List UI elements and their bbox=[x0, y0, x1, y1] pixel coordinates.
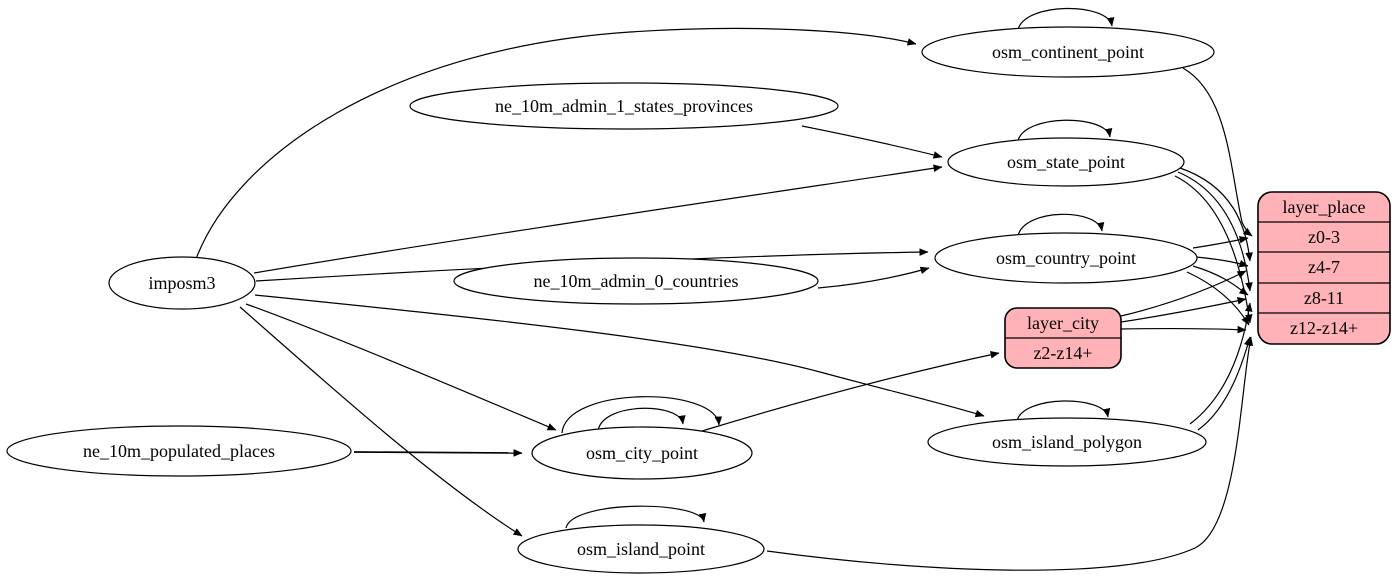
record-layer-place-row-z12-z14: z12-z14+ bbox=[1290, 318, 1358, 338]
selfloop-city-inner bbox=[597, 407, 686, 432]
edge-imposm3-continent bbox=[195, 27, 917, 260]
record-layer-place-box bbox=[1257, 191, 1391, 345]
node-osm-island-polygon-shape bbox=[927, 417, 1207, 467]
edge-imposm3-island-polygon bbox=[254, 294, 985, 418]
record-layer-place-title: layer_place bbox=[1283, 197, 1366, 217]
edge-country-z8-11 bbox=[1192, 265, 1249, 296]
edge-imposm3-island-point bbox=[239, 306, 523, 537]
record-layer-place-row-z4-7: z4-7 bbox=[1308, 257, 1340, 277]
node-osm-city-point-shape bbox=[531, 426, 753, 480]
node-osm-country-point-shape bbox=[934, 232, 1198, 284]
node-ne-popplaces-shape bbox=[6, 425, 352, 477]
node-osm-state-point-shape bbox=[947, 137, 1185, 187]
edge-imposm3-state bbox=[253, 164, 943, 274]
node-osm-state-point: osm_state_point bbox=[947, 137, 1185, 187]
record-layer-place: layer_place z0-3 z4-7 z8-11 z12-z14+ bbox=[1257, 191, 1391, 345]
edge-ne-admin1-state bbox=[801, 125, 943, 159]
edge-state-z8-11 bbox=[1177, 171, 1253, 292]
node-ne-admin0-label: ne_10m_admin_0_countries bbox=[534, 271, 739, 291]
node-osm-island-point-shape bbox=[517, 524, 765, 574]
node-osm-state-point-label: osm_state_point bbox=[1007, 152, 1125, 172]
node-ne-admin1-shape bbox=[409, 82, 839, 130]
node-osm-continent-point-shape bbox=[921, 26, 1215, 78]
edge-country-z12-z14 bbox=[1186, 271, 1250, 326]
node-ne-admin1: ne_10m_admin_1_states_provinces bbox=[409, 82, 839, 130]
node-ne-admin1-label: ne_10m_admin_1_states_provinces bbox=[495, 96, 753, 116]
record-layer-place-row-z0-3: z0-3 bbox=[1308, 227, 1340, 247]
edge-layer-city-z8-11 bbox=[1120, 297, 1247, 323]
record-layer-place-row-z8-11: z8-11 bbox=[1304, 288, 1344, 308]
node-osm-island-point: osm_island_point bbox=[517, 524, 765, 574]
node-ne-popplaces: ne_10m_populated_places bbox=[6, 425, 352, 477]
edge-layer-city-z4-7 bbox=[1120, 270, 1247, 317]
record-layer-city-row-z2: z2-z14+ bbox=[1033, 343, 1092, 363]
edge-continent-z0-3 bbox=[1182, 67, 1253, 237]
node-osm-country-point: osm_country_point bbox=[934, 232, 1198, 284]
node-osm-island-point-label: osm_island_point bbox=[577, 539, 705, 559]
node-imposm3: imposm3 bbox=[108, 256, 256, 310]
node-osm-continent-point-label: osm_continent_point bbox=[992, 42, 1144, 62]
node-osm-island-polygon: osm_island_polygon bbox=[927, 417, 1207, 467]
node-ne-admin0-shape bbox=[453, 257, 819, 305]
node-ne-popplaces-label: ne_10m_populated_places bbox=[83, 441, 275, 461]
edge-city-layer-city bbox=[701, 351, 1000, 432]
nodes-layer: imposm3 ne_10m_admin_1_states_provinces … bbox=[6, 26, 1215, 574]
selfloop-continent bbox=[1017, 7, 1115, 31]
edge-island-point-z12-z14 bbox=[766, 336, 1254, 571]
edge-country-z4-7 bbox=[1195, 256, 1249, 268]
node-osm-city-point-label: osm_city_point bbox=[586, 443, 698, 463]
edge-ne-popplaces-city bbox=[353, 449, 523, 457]
node-imposm3-shape bbox=[108, 256, 256, 310]
node-imposm3-label: imposm3 bbox=[148, 273, 215, 293]
selfloop-country bbox=[1017, 213, 1105, 237]
selfloop-state bbox=[1017, 119, 1113, 142]
node-osm-city-point: osm_city_point bbox=[531, 426, 753, 480]
edges-layer bbox=[195, 7, 1254, 571]
record-layer-city: layer_city z2-z14+ bbox=[1004, 307, 1122, 369]
selfloop-island-point bbox=[565, 505, 707, 529]
selfloop-city-outer bbox=[561, 396, 723, 434]
selfloop-island-polygon bbox=[1016, 400, 1111, 422]
edge-imposm3-city bbox=[245, 303, 557, 431]
edge-layer-city-z12-z14 bbox=[1120, 325, 1247, 334]
node-osm-country-point-label: osm_country_point bbox=[996, 248, 1136, 268]
node-osm-island-polygon-label: osm_island_polygon bbox=[992, 432, 1142, 452]
edge-ne-admin0-country bbox=[817, 266, 930, 289]
edge-state-z4-7 bbox=[1179, 167, 1253, 262]
node-ne-admin0: ne_10m_admin_0_countries bbox=[453, 257, 819, 305]
node-osm-continent-point: osm_continent_point bbox=[921, 26, 1215, 78]
edge-island-polygon-z8-11 bbox=[1189, 302, 1253, 425]
record-layer-city-title: layer_city bbox=[1027, 313, 1099, 333]
